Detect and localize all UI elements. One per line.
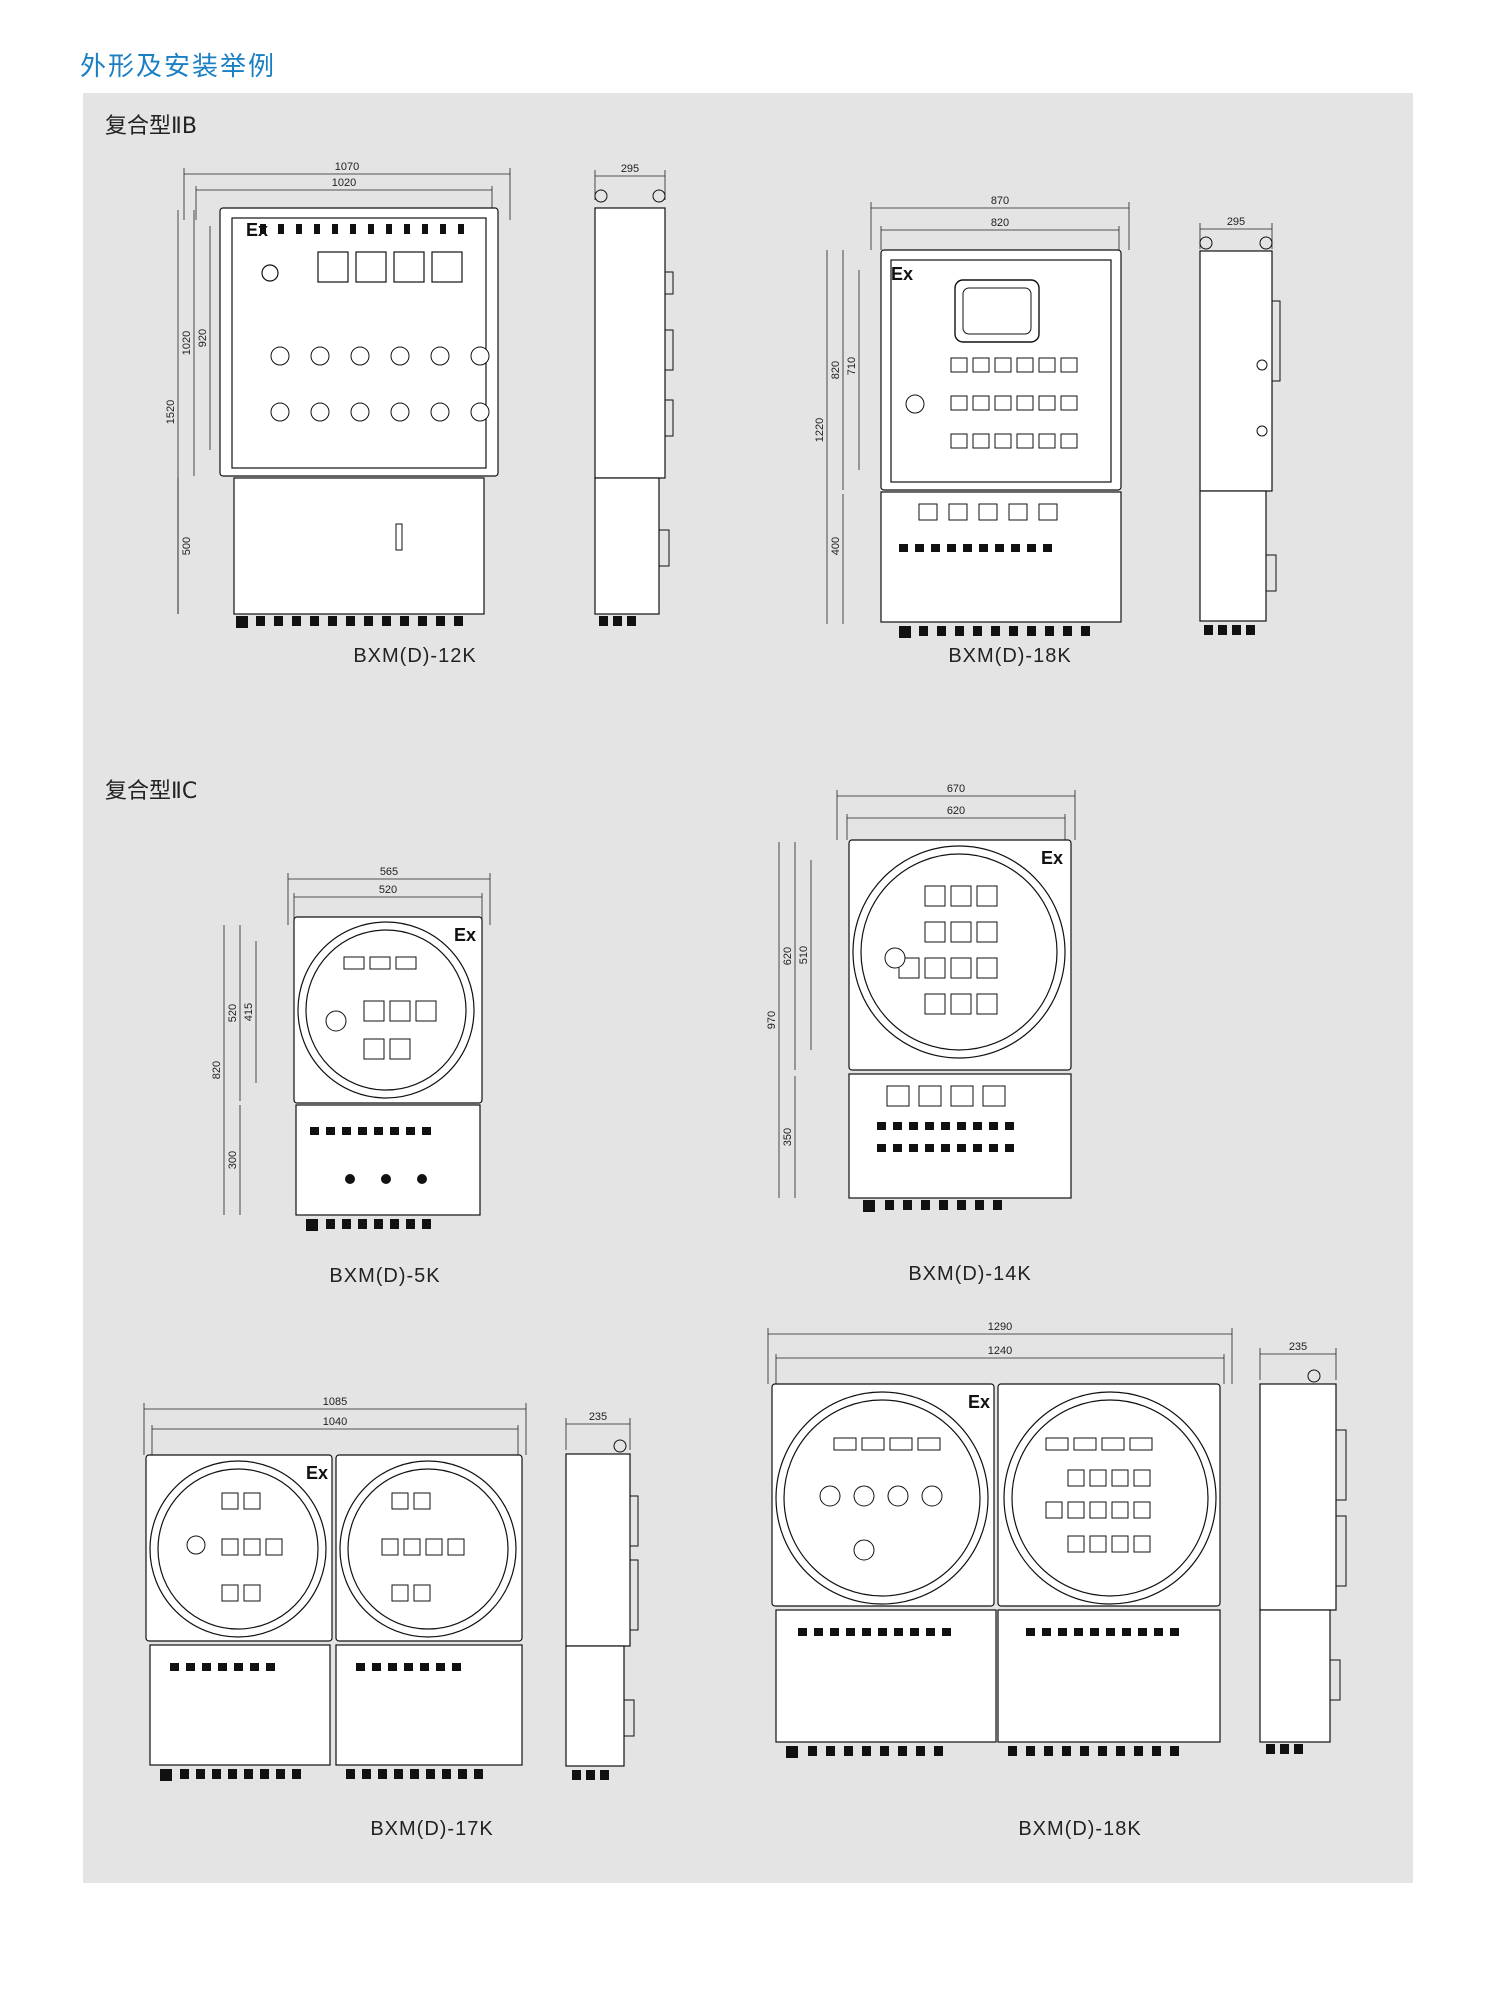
ex-mark: Ex (891, 264, 913, 284)
dim-width-outer: 870 (991, 195, 1009, 207)
ex-mark: Ex (246, 220, 268, 240)
m18k-iib-side-drawing: 295 (1199, 216, 1281, 635)
m12k-front-drawing: Ex 1070 1020 1520 1020 920 500 (165, 161, 511, 628)
dim-width-outer: 1085 (323, 1396, 347, 1408)
model-label-5k: BXM(D)-5K (329, 1265, 441, 1287)
dim-width-inner: 520 (379, 884, 397, 896)
m14k-front-drawing: Ex 670 620 970 620 510 350 (766, 783, 1076, 1212)
dim-height-lower: 500 (181, 537, 193, 555)
dim-width-inner: 1020 (332, 177, 356, 189)
m5k-front-drawing: Ex 565 520 820 520 415 300 (211, 866, 491, 1231)
ex-mark: Ex (306, 1463, 328, 1483)
m17k-side-drawing: 235 (565, 1411, 639, 1780)
m18k-iib-front-drawing: Ex 870 820 1220 820 710 400 (814, 195, 1130, 638)
model-label-14k: BXM(D)-14K (908, 1263, 1032, 1285)
dim-height-lower: 350 (782, 1128, 794, 1146)
dim-width-outer: 1070 (335, 161, 359, 173)
dim-height-upper-outer: 620 (782, 947, 794, 965)
model-label-17k: BXM(D)-17K (370, 1818, 494, 1840)
dim-height-lower: 300 (227, 1151, 239, 1169)
ex-mark: Ex (968, 1392, 990, 1412)
dim-height-total: 1520 (165, 400, 177, 424)
dim-height-total: 1220 (814, 418, 826, 442)
dim-width-inner: 1040 (323, 1416, 347, 1428)
dim-height-upper-inner: 415 (243, 1003, 255, 1021)
dim-width-outer: 670 (947, 783, 965, 795)
section-label-iic: 复合型ⅡC (105, 779, 198, 804)
dim-height-lower: 400 (830, 537, 842, 555)
dim-side-depth: 295 (621, 163, 639, 175)
dim-height-upper-outer: 520 (227, 1004, 239, 1022)
dim-height-upper-outer: 820 (830, 361, 842, 379)
dim-side-depth: 235 (589, 1411, 607, 1423)
dim-width-outer: 565 (380, 866, 398, 878)
dim-height-upper-inner: 710 (846, 357, 858, 375)
m12k-side-drawing: 295 (594, 163, 674, 626)
dim-height-upper-inner: 510 (798, 946, 810, 964)
section-label-iib: 复合型ⅡB (105, 114, 197, 139)
dim-side-depth: 235 (1289, 1341, 1307, 1353)
ex-mark: Ex (454, 925, 476, 945)
dim-height-upper-inner: 920 (197, 329, 209, 347)
dim-width-inner: 820 (991, 217, 1009, 229)
dim-height-upper-outer: 1020 (181, 331, 193, 355)
dim-height-total: 970 (766, 1011, 778, 1029)
m17k-front-drawing: Ex 1085 1040 (143, 1396, 527, 1781)
model-label-18k-iic: BXM(D)-18K (1018, 1818, 1142, 1840)
dim-width-outer: 1290 (988, 1321, 1012, 1333)
ex-mark: Ex (1041, 848, 1063, 868)
m18k-iic-side-drawing: 235 (1259, 1341, 1347, 1754)
model-label-12k: BXM(D)-12K (353, 645, 477, 667)
dim-width-inner: 1240 (988, 1345, 1012, 1357)
dim-height-total: 820 (211, 1061, 223, 1079)
dim-side-depth: 295 (1227, 216, 1245, 228)
model-label-18k-iib: BXM(D)-18K (948, 645, 1072, 667)
dim-width-inner: 620 (947, 805, 965, 817)
page-title: 外形及安装举例 (80, 52, 277, 82)
m18k-iic-front-drawing: Ex 1290 1240 (767, 1321, 1233, 1758)
